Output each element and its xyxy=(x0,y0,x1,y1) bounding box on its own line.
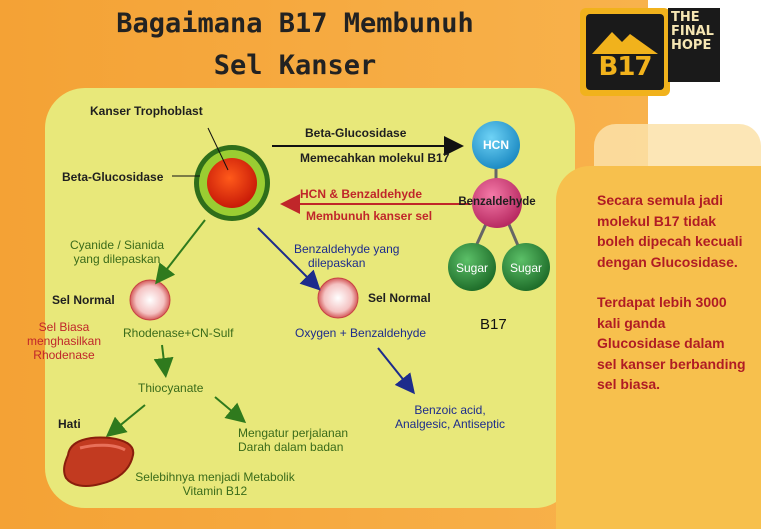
label-sel-biasa-line-2: menghasilkan xyxy=(26,334,102,348)
title-line-1: Bagaimana B17 Membunuh xyxy=(116,8,474,39)
logo-tagline-box xyxy=(668,8,720,82)
side-explanation: Secara semula jadi molekul B17 tidak bol… xyxy=(597,190,747,415)
label-cyanide-line-1: Cyanide / Sianida xyxy=(69,238,165,252)
arrow-cyanide xyxy=(155,219,206,285)
label-beta-glucosidase-left: Beta-Glucosidase xyxy=(62,170,164,184)
benzaldehyde-label: Benzaldehyde xyxy=(458,196,536,208)
label-kanser-trophoblast: Kanser Trophoblast xyxy=(90,104,203,118)
label-selebihnya-line-2: Vitamin B12 xyxy=(182,484,248,498)
sugar-label-2: Sugar xyxy=(509,261,543,275)
normal-cell-left xyxy=(129,279,171,321)
sugar-node-2 xyxy=(502,243,550,291)
b17-logo: B17 THE FINAL HOPE xyxy=(580,8,720,96)
arrow-benzoic xyxy=(377,347,415,395)
arrow-benzaldehyde xyxy=(257,227,321,291)
b17-label: B17 xyxy=(480,316,507,333)
label-sel-biasa-line-1: Sel Biasa xyxy=(38,320,90,334)
hcn-node xyxy=(472,121,520,169)
label-sel-normal-left: Sel Normal xyxy=(52,293,115,307)
label-cyanide: Cyanide / Sianida yang dilepaskan xyxy=(58,238,176,266)
label-benz-released-line-1: Benzaldehyde yang xyxy=(294,242,400,256)
logo-line-2: FINAL xyxy=(671,24,714,39)
arrow-thiocyanate xyxy=(153,344,174,378)
side-paragraph-2: Terdapat lebih 3000 kali ganda Glucosida… xyxy=(597,294,746,392)
label-membunuh: Membunuh kanser sel xyxy=(306,209,433,223)
label-benzoic-line-1: Benzoic acid, xyxy=(414,403,486,417)
pointer-kanser xyxy=(207,127,229,171)
cancer-cell-core xyxy=(207,158,257,208)
liver-highlight xyxy=(79,443,126,452)
mountain-icon xyxy=(592,32,658,54)
label-selebihnya-line-1: Selebihnya menjadi Metabolik xyxy=(135,470,295,484)
label-oxygen-benzaldehyde: Oxygen + Benzaldehyde xyxy=(295,326,427,340)
logo-brand: B17 xyxy=(598,52,653,82)
sugar-label-1: Sugar xyxy=(455,261,489,275)
label-hati: Hati xyxy=(58,417,81,431)
label-cyanide-line-2: yang dilepaskan xyxy=(73,252,161,266)
arrow-mengatur xyxy=(214,396,247,424)
label-beta-glucosidase-top: Beta-Glucosidase xyxy=(305,126,407,140)
label-hcn-benzaldehyde: HCN & Benzaldehyde xyxy=(300,187,423,201)
label-benz-released: Benzaldehyde yang dilepaskan xyxy=(294,242,399,270)
hcn-label: HCN xyxy=(483,138,509,152)
benzaldehyde-node xyxy=(472,178,522,228)
label-mengatur: Mengatur perjalanan Darah dalam badan xyxy=(238,426,348,454)
liver-icon xyxy=(63,436,135,487)
label-rhodenase: Rhodenase+CN-Sulf xyxy=(123,326,234,340)
label-sel-biasa: Sel Biasa menghasilkan Rhodenase xyxy=(14,320,114,362)
label-thiocyanate: Thiocyanate xyxy=(138,381,204,395)
sugar-node-1 xyxy=(448,243,496,291)
label-mengatur-line-2: Darah dalam badan xyxy=(238,440,344,454)
side-paragraph-1: Secara semula jadi molekul B17 tidak bol… xyxy=(597,192,743,270)
label-benz-released-line-2: dilepaskan xyxy=(308,256,366,270)
logo-line-3: HOPE xyxy=(671,38,712,53)
label-sel-normal-right: Sel Normal xyxy=(368,291,431,305)
label-memecahkan: Memecahkan molekul B17 xyxy=(300,151,450,165)
title-line-2: Sel Kanser xyxy=(213,50,377,81)
logo-line-1: THE xyxy=(671,10,700,25)
arrow-hati xyxy=(105,404,146,438)
normal-cell-right xyxy=(317,277,359,319)
side-panel xyxy=(556,166,761,529)
label-sel-biasa-line-3: Rhodenase xyxy=(33,348,95,362)
label-benzoic: Benzoic acid, Analgesic, Antiseptic xyxy=(375,403,525,431)
label-benzoic-line-2: Analgesic, Antiseptic xyxy=(394,417,506,431)
label-selebihnya: Selebihnya menjadi Metabolik Vitamin B12 xyxy=(110,470,320,498)
label-mengatur-line-1: Mengatur perjalanan xyxy=(238,426,349,440)
logo-tagline: THE FINAL HOPE xyxy=(671,11,714,53)
